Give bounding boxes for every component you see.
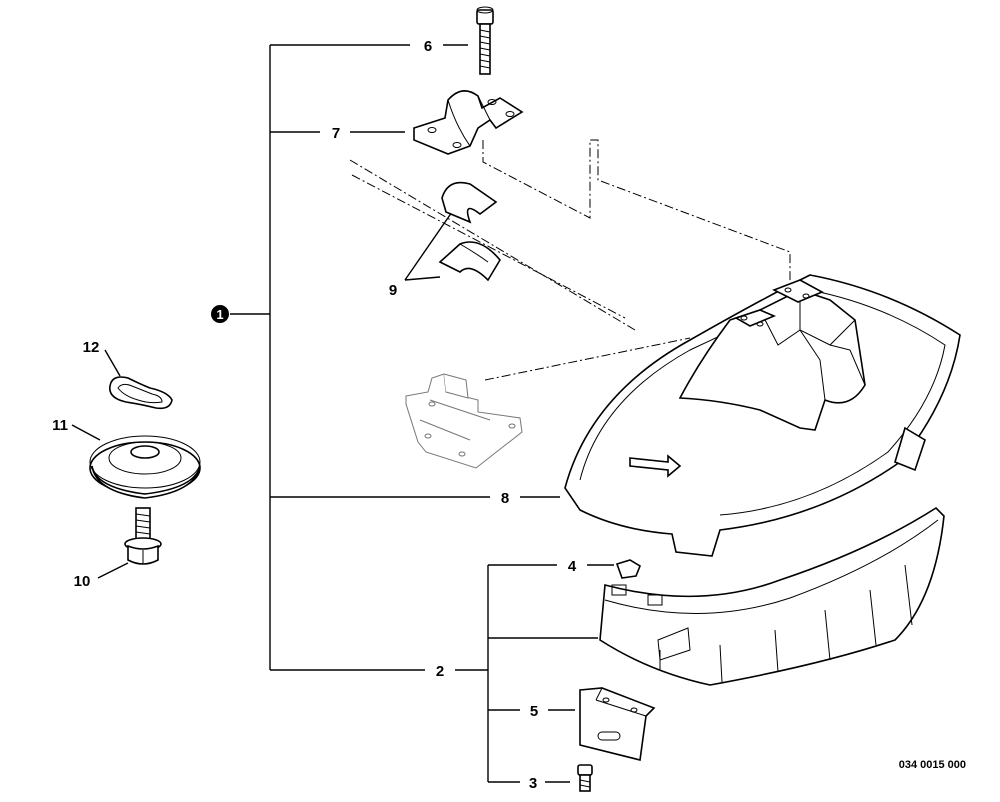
callout-1-badge	[211, 305, 229, 323]
part-clamp-7	[413, 90, 524, 155]
part-washer-11	[89, 435, 201, 499]
part-sleeve-9	[438, 181, 501, 282]
drawing-code: 034 0015 000	[899, 759, 966, 771]
part-screw-3	[577, 764, 593, 792]
part-nut-4	[615, 559, 641, 579]
alignment-lines	[349, 139, 791, 381]
callout-9: 9	[389, 282, 397, 299]
part-guard-8	[564, 274, 961, 557]
callout-labels: 1 6 7 9 12 11 8 4 10 2 5 3	[52, 38, 577, 792]
leader-lines	[71, 44, 614, 783]
callout-5: 5	[530, 703, 538, 720]
part-plate-5	[579, 687, 656, 761]
part-flange-bolt-10	[124, 507, 162, 565]
callout-11: 11	[52, 417, 68, 434]
part-mounting-bracket-ghost	[405, 373, 523, 469]
callout-4: 4	[568, 558, 577, 575]
callout-10: 10	[74, 573, 91, 590]
part-bolt-6	[476, 6, 494, 75]
callout-8: 8	[501, 490, 509, 507]
part-gasket-12	[109, 376, 173, 410]
part-extension-2	[599, 506, 945, 686]
callout-1: 1	[216, 307, 223, 322]
callout-6: 6	[424, 38, 432, 55]
callout-2: 2	[436, 663, 444, 680]
callout-7: 7	[332, 125, 340, 142]
callout-3: 3	[529, 775, 537, 792]
callout-12: 12	[83, 339, 100, 356]
